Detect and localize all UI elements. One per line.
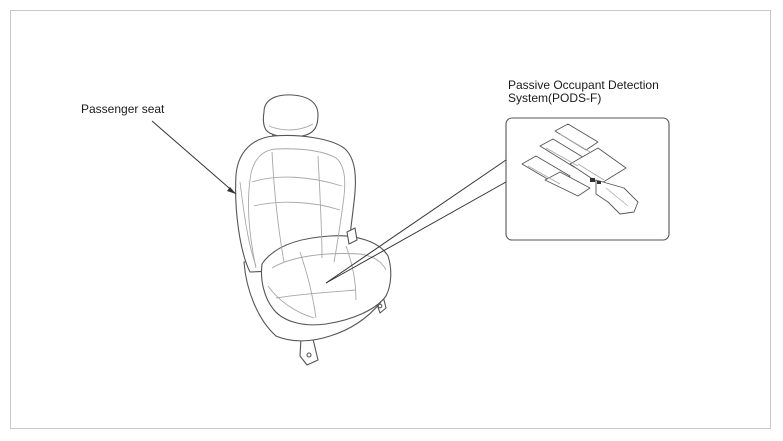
headrest — [262, 94, 319, 138]
pods-label-line2: System(PODS-F) — [508, 91, 602, 105]
seat-contour-lines — [239, 148, 387, 319]
leader-lines — [151, 120, 507, 284]
pods-leader-line-upper — [325, 159, 507, 284]
passenger-seat-illustration — [235, 94, 392, 366]
seat-cushion — [260, 235, 392, 326]
pods-inset — [505, 117, 670, 241]
seat-leader-line — [151, 120, 237, 195]
seat-leader-arrow — [227, 187, 236, 194]
passenger-seat-label: Passenger seat — [81, 102, 165, 116]
pods-label: Passive Occupant Detection System(PODS-F… — [508, 79, 659, 105]
pods-label-line1: Passive Occupant Detection — [508, 78, 659, 92]
pods-leader-line-lower — [325, 181, 507, 284]
